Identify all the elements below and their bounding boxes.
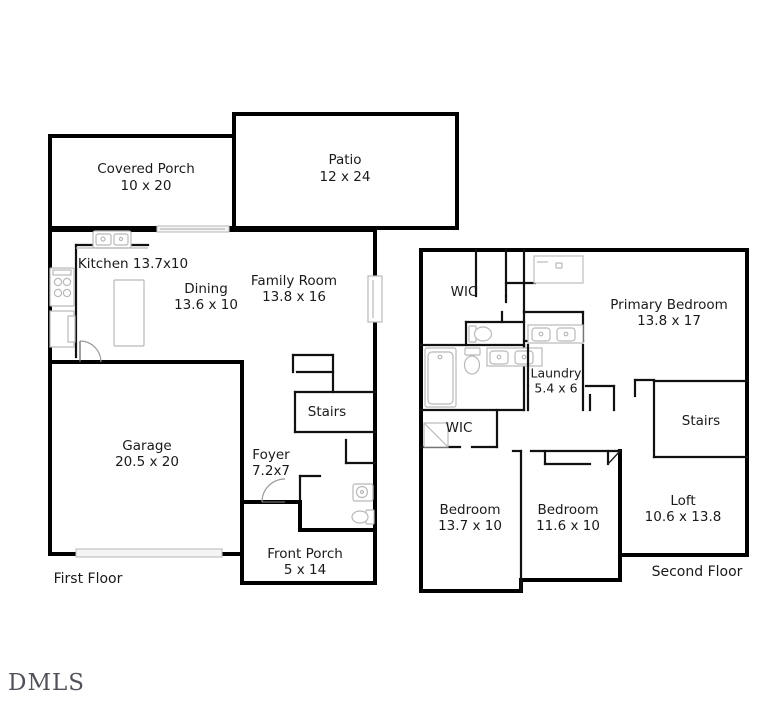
second-floor-room-labels: WIC Primary Bedroom 13.8 x 17 Laundry 5.… bbox=[438, 284, 728, 534]
second-floor-plan: Second Floor WIC Primary Bedroom 13.8 x … bbox=[419, 248, 749, 593]
wic-door[interactable] bbox=[423, 422, 449, 448]
room-label-wic-secondary: WIC bbox=[446, 420, 473, 436]
bedroom-divider-walls bbox=[511, 449, 622, 593]
svg-text:13.8 x 16: 13.8 x 16 bbox=[262, 289, 326, 305]
garage-entry-door[interactable] bbox=[79, 340, 102, 363]
svg-text:Kitchen 13.7x10: Kitchen 13.7x10 bbox=[78, 256, 188, 272]
first-floor-caption: First Floor bbox=[54, 571, 123, 587]
watermark-dmls: DMLS bbox=[8, 670, 86, 696]
room-label-primary-bedroom: Primary Bedroom 13.8 x 17 bbox=[610, 297, 728, 329]
stairs-second-walls bbox=[633, 378, 749, 459]
svg-text:Primary Bedroom: Primary Bedroom bbox=[610, 297, 728, 313]
toilet-icon bbox=[351, 509, 375, 525]
svg-text:10.6 x 13.8: 10.6 x 13.8 bbox=[645, 509, 722, 525]
svg-text:13.6 x 10: 13.6 x 10 bbox=[174, 297, 238, 313]
svg-text:10 x 20: 10 x 20 bbox=[121, 178, 172, 194]
island-icon bbox=[113, 279, 145, 347]
room-label-garage: Garage 20.5 x 20 bbox=[115, 438, 179, 470]
sink-icon bbox=[352, 483, 374, 502]
first-floor-plan: First Floor Covered Porch 10 x 20 Patio … bbox=[48, 112, 459, 587]
room-label-loft: Loft 10.6 x 13.8 bbox=[645, 493, 722, 525]
room-label-foyer: Foyer 7.2x7 bbox=[252, 447, 290, 479]
svg-text:12 x 24: 12 x 24 bbox=[320, 169, 371, 185]
svg-text:Stairs: Stairs bbox=[308, 404, 346, 420]
range-icon bbox=[49, 267, 75, 307]
svg-text:Dining: Dining bbox=[184, 281, 228, 297]
shower-icon bbox=[533, 255, 584, 284]
bathtub-icon bbox=[424, 347, 457, 408]
svg-text:5 x 14: 5 x 14 bbox=[284, 562, 326, 578]
stairs-first-walls bbox=[291, 353, 377, 434]
svg-text:5.4 x 6: 5.4 x 6 bbox=[534, 381, 577, 396]
room-label-covered-porch: Covered Porch 10 x 20 bbox=[97, 161, 195, 194]
room-label-kitchen: Kitchen 13.7x10 bbox=[78, 256, 188, 272]
svg-text:11.6 x 10: 11.6 x 10 bbox=[536, 518, 600, 534]
powder-room-fixtures bbox=[351, 483, 375, 525]
room-label-patio: Patio 12 x 24 bbox=[320, 152, 371, 185]
svg-text:7.2x7: 7.2x7 bbox=[252, 463, 290, 479]
kitchen-counter-left bbox=[49, 310, 76, 348]
garage-door-icon bbox=[75, 548, 223, 558]
patio-sliding-door[interactable] bbox=[156, 225, 230, 233]
room-label-laundry: Laundry 5.4 x 6 bbox=[531, 366, 583, 396]
svg-text:Patio: Patio bbox=[328, 152, 361, 168]
svg-text:13.7 x 10: 13.7 x 10 bbox=[438, 518, 502, 534]
sink-icon bbox=[92, 230, 132, 249]
laundry-walls bbox=[526, 343, 616, 412]
svg-text:Stairs: Stairs bbox=[682, 413, 720, 429]
bedroom-3-closet-door[interactable] bbox=[607, 450, 621, 465]
svg-text:20.5 x 20: 20.5 x 20 bbox=[115, 454, 179, 470]
room-label-stairs-first: Stairs bbox=[308, 404, 346, 420]
room-label-dining: Dining 13.6 x 10 bbox=[174, 281, 238, 313]
svg-text:Bedroom: Bedroom bbox=[439, 502, 500, 518]
svg-text:13.8 x 17: 13.8 x 17 bbox=[637, 313, 701, 329]
window-icon bbox=[367, 275, 383, 323]
second-floor-caption: Second Floor bbox=[652, 564, 743, 580]
double-vanity-icon-hall bbox=[486, 347, 543, 367]
svg-text:Foyer: Foyer bbox=[252, 447, 290, 463]
room-label-family-room: Family Room 13.8 x 16 bbox=[251, 273, 337, 305]
svg-text:WIC: WIC bbox=[451, 284, 478, 300]
svg-text:Covered Porch: Covered Porch bbox=[97, 161, 195, 177]
svg-text:Family Room: Family Room bbox=[251, 273, 337, 289]
room-label-wic-primary: WIC bbox=[451, 284, 478, 300]
svg-text:Loft: Loft bbox=[670, 493, 695, 509]
first-floor-room-labels: Covered Porch 10 x 20 Patio 12 x 24 Kitc… bbox=[78, 152, 371, 578]
svg-text:WIC: WIC bbox=[446, 420, 473, 436]
room-label-stairs-second: Stairs bbox=[682, 413, 720, 429]
toilet-icon-hall bbox=[463, 347, 481, 375]
room-label-front-porch: Front Porch 5 x 14 bbox=[267, 546, 343, 578]
svg-text:Bedroom: Bedroom bbox=[537, 502, 598, 518]
primary-suite-walls bbox=[474, 248, 537, 314]
double-vanity-icon bbox=[527, 324, 584, 344]
svg-text:Front Porch: Front Porch bbox=[267, 546, 343, 562]
toilet-icon bbox=[468, 325, 493, 343]
svg-text:Garage: Garage bbox=[122, 438, 171, 454]
room-label-bedroom-2: Bedroom 13.7 x 10 bbox=[438, 502, 502, 534]
svg-text:Laundry: Laundry bbox=[531, 366, 583, 381]
room-label-bedroom-3: Bedroom 11.6 x 10 bbox=[536, 502, 600, 534]
garage-walls bbox=[48, 360, 244, 556]
front-door[interactable] bbox=[261, 478, 286, 503]
